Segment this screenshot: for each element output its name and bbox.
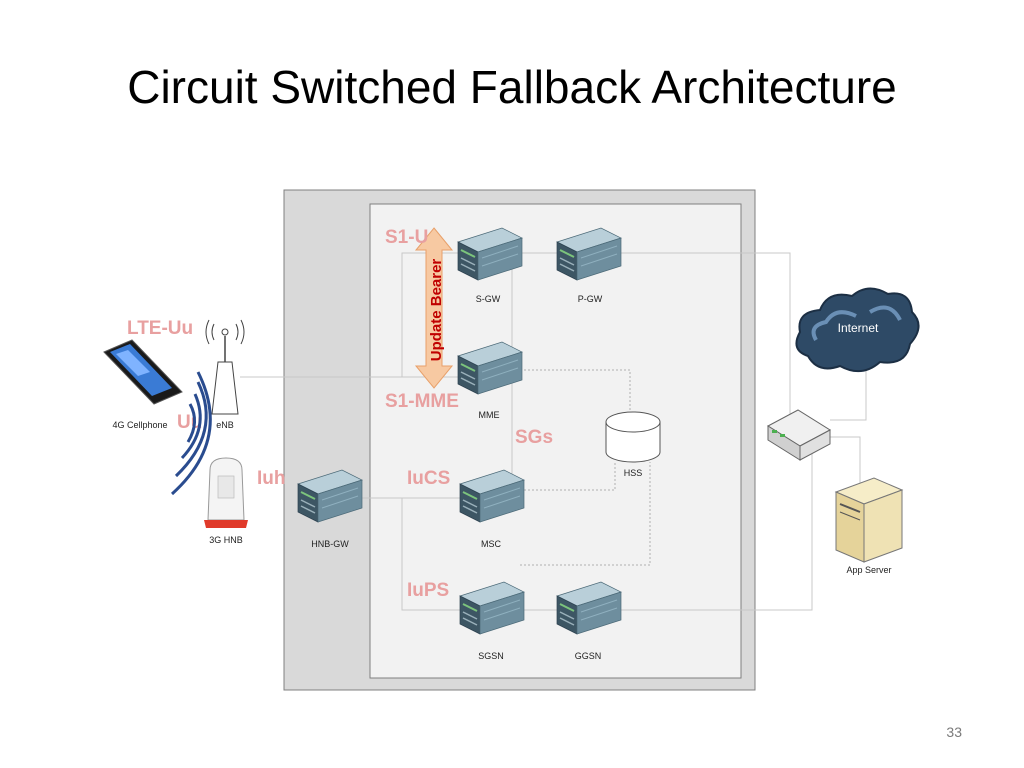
page-number: 33 — [946, 724, 962, 740]
slide-title: Circuit Switched Fallback Architecture — [127, 61, 897, 113]
internet-label: Internet — [838, 321, 879, 335]
hnb-label: 3G HNB — [209, 535, 243, 545]
iuh-interface-label: Iuh — [257, 468, 286, 489]
s1mme-interface-label: S1-MME — [385, 391, 459, 412]
sgsn-label: SGSN — [478, 651, 504, 661]
msc-label: MSC — [481, 539, 502, 549]
uu-interface-label: Uu — [177, 412, 202, 433]
enb-label: eNB — [216, 420, 234, 430]
smartphone-icon — [103, 339, 183, 405]
sgs-interface-label: SGs — [515, 427, 553, 448]
hss-database-icon — [605, 411, 661, 463]
radio-wave-icon — [170, 371, 212, 496]
tower-server-icon — [834, 477, 904, 563]
sgw-label: S-GW — [476, 294, 501, 304]
iups-interface-label: IuPS — [407, 580, 449, 601]
app-server-label: App Server — [846, 565, 891, 575]
s1u-interface-label: S1-U — [385, 227, 428, 248]
mme-label: MME — [479, 410, 500, 420]
iucs-interface-label: IuCS — [407, 468, 450, 489]
hnbgw-label: HNB-GW — [311, 539, 349, 549]
hss-label: HSS — [624, 468, 643, 478]
cellphone-label: 4G Cellphone — [112, 420, 167, 430]
lteuu-interface-label: LTE-Uu — [127, 318, 193, 339]
update-bearer-label: Update Bearer — [428, 259, 445, 362]
ggsn-label: GGSN — [575, 651, 602, 661]
cloud-icon — [795, 287, 920, 373]
core-network-inner-box — [369, 203, 742, 679]
enb-antenna-icon — [205, 319, 245, 415]
pgw-label: P-GW — [578, 294, 603, 304]
router-icon — [767, 409, 831, 461]
update-bearer-arrow — [414, 227, 454, 389]
femtocell-icon — [204, 457, 248, 528]
